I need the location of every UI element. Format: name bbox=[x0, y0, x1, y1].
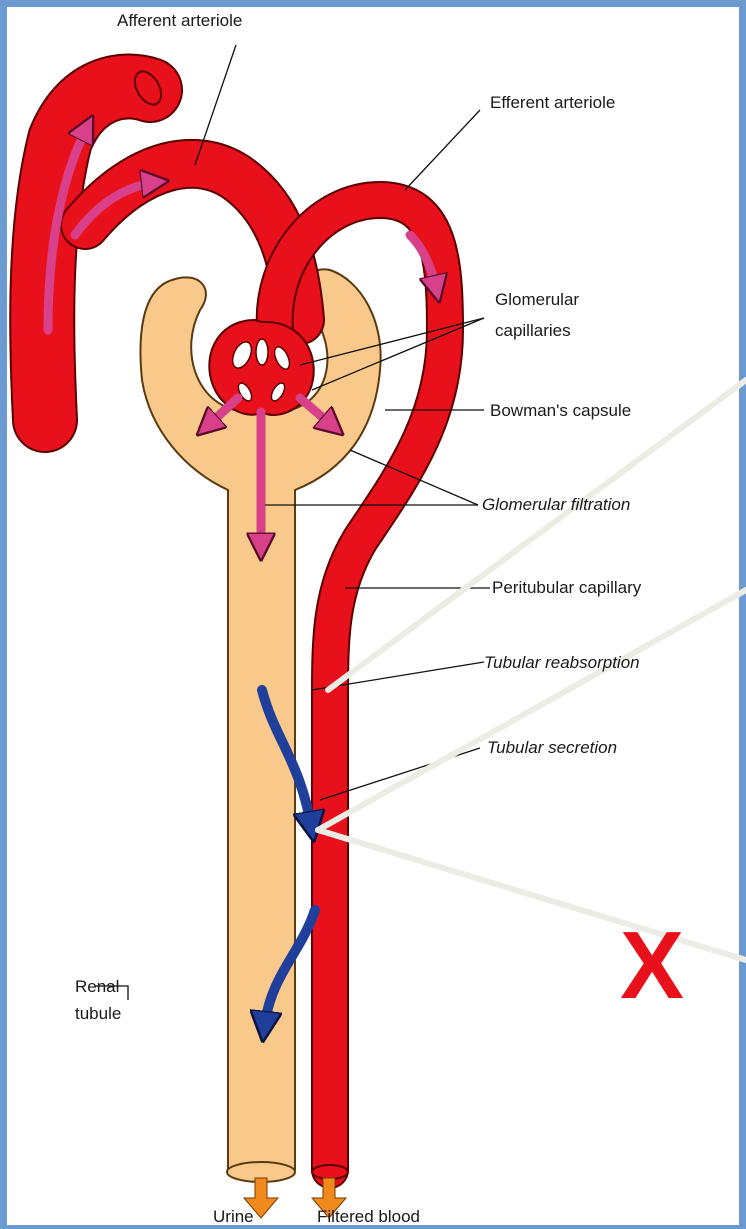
label-tubular-secretion: Tubular secretion bbox=[487, 738, 617, 757]
overlay-x-mark: X bbox=[620, 912, 684, 1019]
label-bowmans-capsule: Bowman's capsule bbox=[490, 401, 631, 420]
label-peritubular-capillary: Peritubular capillary bbox=[492, 578, 642, 597]
label-efferent-arteriole: Efferent arteriole bbox=[490, 93, 615, 112]
label-renal-tubule-1: Renal bbox=[75, 977, 119, 996]
label-urine: Urine bbox=[213, 1207, 254, 1226]
label-glomerular-capillaries-1: Glomerular bbox=[495, 290, 579, 309]
label-glomerular-filtration: Glomerular filtration bbox=[482, 495, 630, 514]
label-filtered-blood: Filtered blood bbox=[317, 1207, 420, 1226]
label-glomerular-capillaries-2: capillaries bbox=[495, 321, 571, 340]
label-afferent-arteriole: Afferent arteriole bbox=[117, 11, 242, 30]
label-renal-tubule-2: tubule bbox=[75, 1004, 121, 1023]
label-tubular-reabsorption: Tubular reabsorption bbox=[484, 653, 640, 672]
